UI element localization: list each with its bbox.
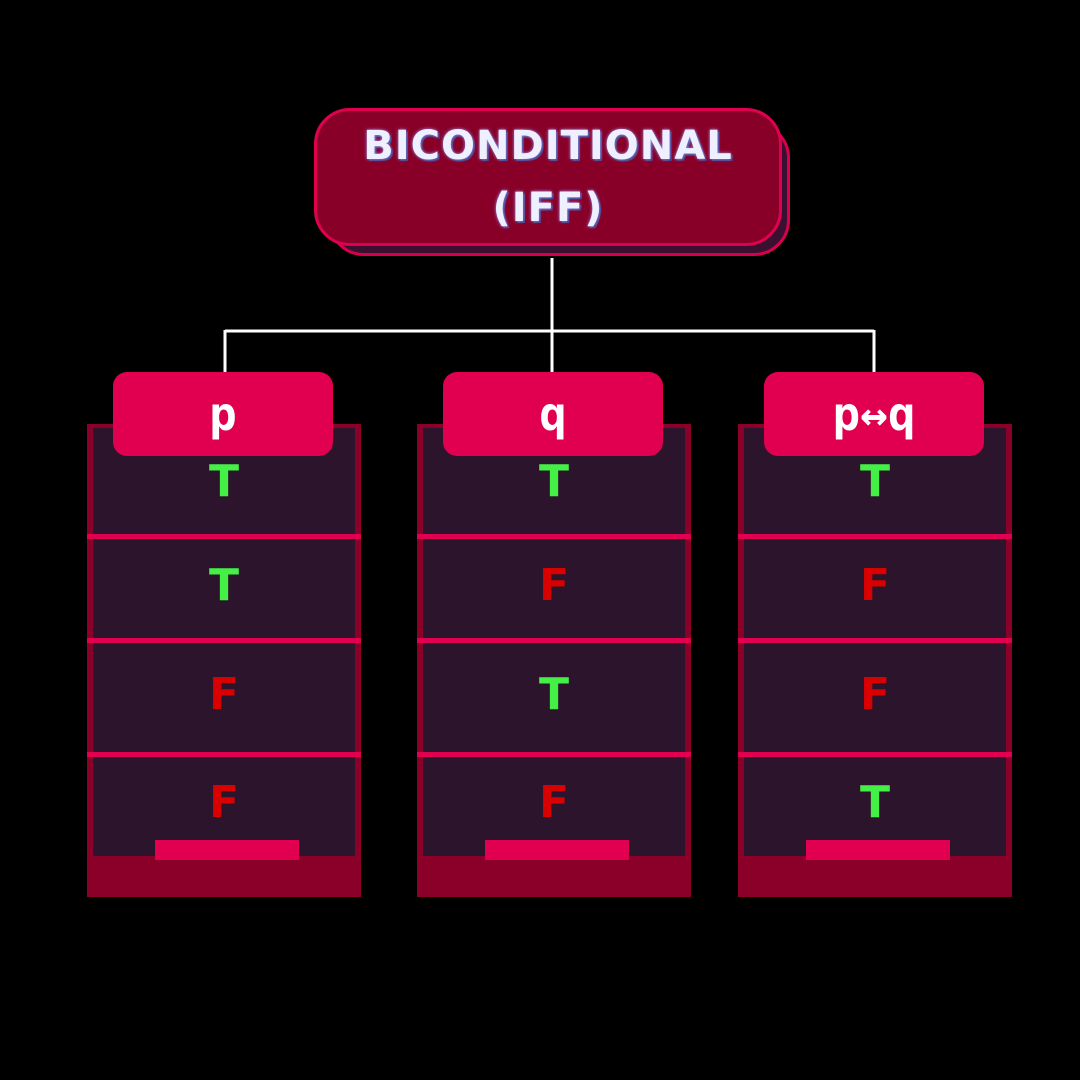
row-divider [87,534,361,539]
row-divider [417,534,691,539]
row-divider [417,752,691,757]
truth-value-cell: F [859,668,891,720]
title-box: BICONDITIONAL (IFF) [314,108,782,246]
truth-value-cell: F [208,776,240,828]
row-divider [738,638,1012,643]
truth-value-cell: F [538,559,570,611]
truth-value-cell: F [538,776,570,828]
row-divider [87,638,361,643]
column-base-tab [485,840,629,860]
truth-value-cell: T [859,455,890,507]
column-header: p [113,372,333,456]
column-header: p↔q [764,372,984,456]
row-divider [738,752,1012,757]
row-divider [738,534,1012,539]
column-base-tab [155,840,299,860]
truth-value-cell: F [859,559,891,611]
row-divider [87,752,361,757]
title-line-2: (IFF) [492,185,604,231]
truth-value-cell: T [538,455,569,507]
truth-value-cell: T [859,776,890,828]
truth-value-cell: T [208,455,239,507]
column-header: q [443,372,663,456]
title-line-1: BICONDITIONAL [363,123,733,169]
truth-value-cell: T [208,559,239,611]
column-base-tab [806,840,950,860]
truth-value-cell: T [538,668,569,720]
truth-value-cell: F [208,668,240,720]
row-divider [417,638,691,643]
